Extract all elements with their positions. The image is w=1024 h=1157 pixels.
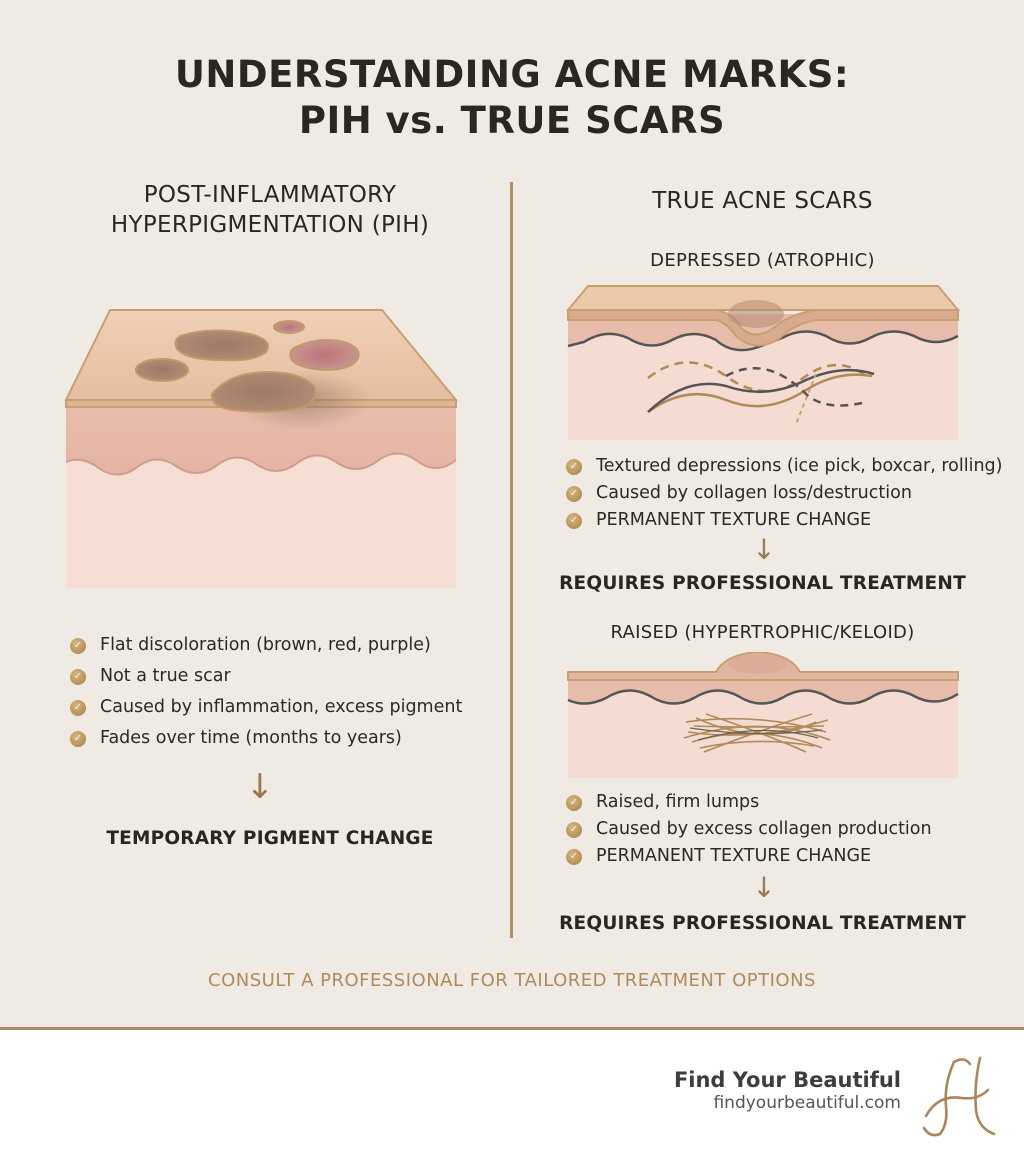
raised-heading: RAISED (HYPERTROPHIC/KELOID): [610, 622, 915, 643]
collagen-fiber-dark: [647, 368, 875, 413]
pih-spot-brown-small: [135, 358, 189, 382]
pih-spot-brown-edge: [210, 370, 317, 413]
page-title-line1: UNDERSTANDING ACNE MARKS:: [174, 53, 850, 96]
raised-bullet-item: ✓Caused by excess collagen production: [566, 816, 932, 843]
pih-bullet-list: ✓Flat discoloration (brown, red, purple)…: [70, 630, 462, 754]
pih-dermis-layer: [66, 406, 456, 475]
depressed-scar-shadow: [728, 300, 784, 328]
arrow-down-icon: ↓: [752, 533, 776, 566]
raised-bullet-item: ✓PERMANENT TEXTURE CHANGE: [566, 843, 932, 870]
brand-name: Find Your Beautiful: [673, 1068, 901, 1092]
check-icon: ✓: [566, 512, 582, 529]
script-h-logo-icon: [922, 1056, 996, 1137]
collagen-bundle-dark: [689, 727, 823, 741]
depressed-scar-illustration: [566, 285, 960, 440]
pih-spot-red-large: [289, 339, 360, 372]
check-icon: ✓: [566, 848, 582, 865]
check-icon: ✓: [566, 794, 582, 811]
collagen-fiber-gold: [647, 373, 873, 414]
check-icon: ✓: [70, 637, 86, 654]
check-icon: ✓: [566, 458, 582, 475]
raised-bullet-item: ✓Raised, firm lumps: [566, 789, 932, 816]
scars-heading: TRUE ACNE SCARS: [652, 188, 873, 214]
pih-spot-red-small: [273, 320, 305, 334]
depressed-scar-dip: [567, 309, 959, 347]
depressed-bullet-item: ✓PERMANENT TEXTURE CHANGE: [566, 507, 1002, 534]
brand-url: findyourbeautiful.com: [713, 1093, 901, 1113]
collagen-fiber-dashed-dark: [725, 367, 867, 407]
check-icon: ✓: [70, 668, 86, 685]
check-icon: ✓: [566, 485, 582, 502]
pih-conclusion: TEMPORARY PIGMENT CHANGE: [106, 828, 434, 849]
depressed-heading: DEPRESSED (ATROPHIC): [650, 250, 875, 271]
arrow-down-icon: ↓: [245, 767, 275, 807]
pih-bullet-item: ✓Not a true scar: [70, 661, 462, 692]
arrow-down-icon: ↓: [752, 871, 776, 904]
check-icon: ✓: [566, 821, 582, 838]
raised-bump-highlight: [728, 654, 788, 674]
pih-bullet-item: ✓Fades over time (months to years): [70, 723, 462, 754]
pih-heading-line1: POST-INFLAMMATORY: [143, 182, 397, 208]
pih-spot-brown-large: [174, 329, 269, 362]
raised-dermis-wave: [567, 689, 959, 705]
collagen-break-mark: [795, 373, 817, 425]
raised-scar-illustration: [567, 652, 959, 778]
consult-message: CONSULT A PROFESSIONAL FOR TAILORED TREA…: [208, 970, 816, 991]
depressed-bullet-item: ✓Caused by collagen loss/destruction: [566, 480, 1002, 507]
pih-heading-line2: HYPERPIGMENTATION (PIH): [110, 212, 430, 238]
check-icon: ✓: [70, 699, 86, 716]
pih-dermis-wave: [65, 452, 457, 476]
raised-bullet-list: ✓Raised, firm lumps ✓Caused by excess co…: [566, 789, 932, 870]
depressed-bullet-list: ✓Textured depressions (ice pick, boxcar,…: [566, 453, 1002, 534]
page-title-line2: PIH vs. TRUE SCARS: [298, 99, 726, 142]
raised-conclusion: REQUIRES PROFESSIONAL TREATMENT: [559, 913, 966, 934]
pih-bullet-item: ✓Flat discoloration (brown, red, purple): [70, 630, 462, 661]
footer: Find Your Beautiful findyourbeautiful.co…: [0, 1027, 1024, 1157]
column-divider: [510, 182, 513, 938]
pih-bullet-item: ✓Caused by inflammation, excess pigment: [70, 692, 462, 723]
check-icon: ✓: [70, 730, 86, 747]
depressed-bullet-item: ✓Textured depressions (ice pick, boxcar,…: [566, 453, 1002, 480]
pih-skin-illustration: [64, 309, 459, 588]
depressed-conclusion: REQUIRES PROFESSIONAL TREATMENT: [559, 573, 966, 594]
